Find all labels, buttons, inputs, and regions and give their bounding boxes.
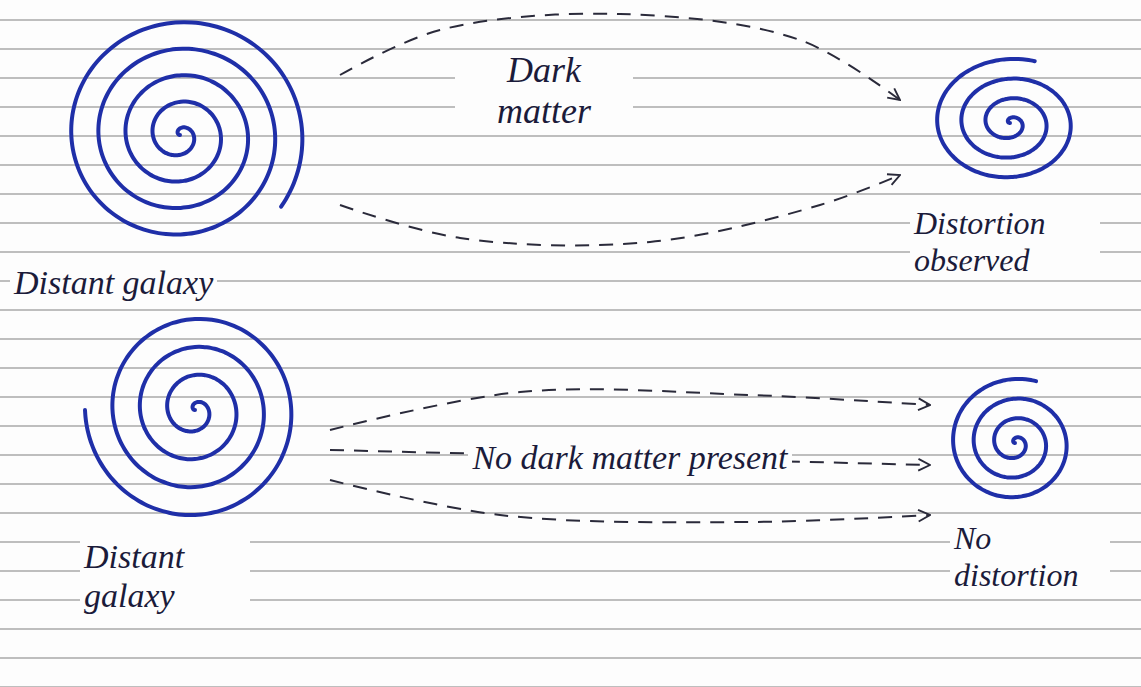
galaxy-spiral bbox=[85, 319, 291, 515]
edge-label: No dark matter present bbox=[468, 438, 791, 477]
galaxy-figure bbox=[70, 282, 330, 537]
galaxy-label: Distortion observed bbox=[910, 205, 1100, 279]
galaxy-label: Distant galaxy bbox=[10, 263, 217, 302]
galaxy-figure bbox=[900, 45, 1100, 205]
light-path bbox=[340, 175, 900, 245]
galaxy-node: No distortion bbox=[930, 365, 1100, 594]
galaxy-spiral bbox=[953, 379, 1067, 497]
galaxy-spiral bbox=[937, 59, 1071, 177]
light-path bbox=[330, 389, 930, 430]
region-label: Dark matter bbox=[455, 50, 633, 133]
light-path bbox=[330, 480, 930, 522]
galaxy-label: Distant galaxy bbox=[80, 537, 250, 615]
galaxy-spiral bbox=[71, 22, 302, 234]
galaxy-node: Distant galaxy bbox=[10, 5, 340, 302]
galaxy-label: No distortion bbox=[950, 520, 1110, 594]
galaxy-node: Distortion observed bbox=[900, 45, 1100, 279]
galaxy-node: Distant galaxy bbox=[70, 282, 330, 615]
galaxy-figure bbox=[930, 365, 1100, 520]
galaxy-figure bbox=[10, 5, 340, 263]
